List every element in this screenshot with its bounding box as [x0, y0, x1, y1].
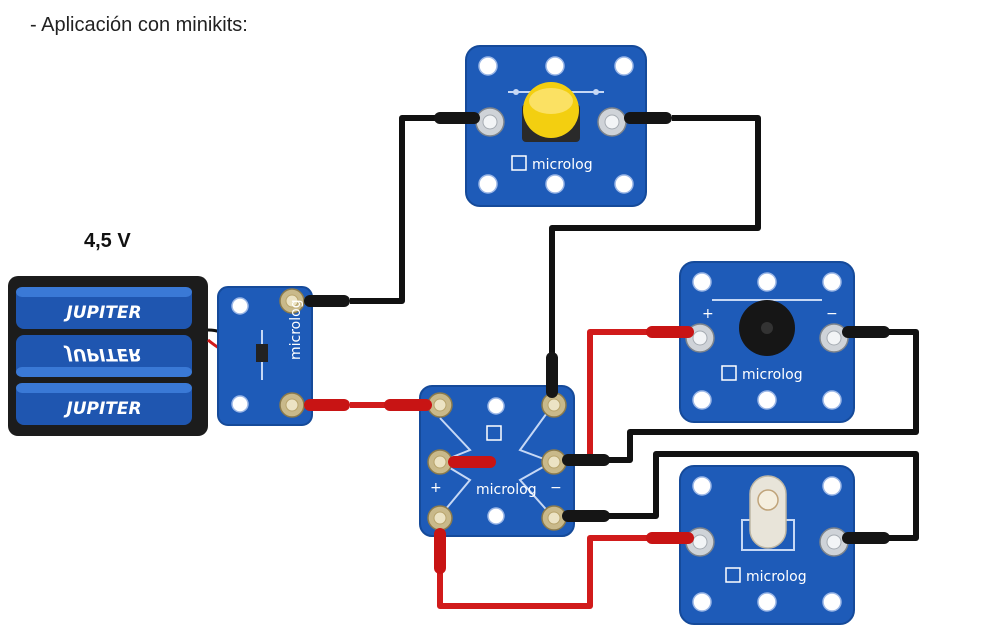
battery-cell-1: JUPITER — [16, 287, 192, 329]
plug-red — [448, 456, 496, 468]
battery-brand-label-1: JUPITER — [63, 303, 141, 323]
plug-black — [546, 352, 558, 398]
plug-black — [304, 295, 350, 307]
voltage-label: 4,5 V — [84, 230, 131, 252]
caption-text: - Aplicación con minikits: — [30, 14, 248, 36]
splitter-plus-sign: + — [430, 480, 442, 496]
plug-black — [842, 326, 890, 338]
buzzer-module-brand: microlog — [742, 367, 803, 383]
lamp-module-brand: microlog — [746, 569, 807, 585]
battery-brand-label-2: JUPITER — [63, 344, 141, 364]
battery-cell-2: JUPITER — [16, 335, 192, 377]
buzzer-plus-sign: + — [702, 306, 714, 322]
plug-black — [434, 112, 480, 124]
lamp-bulb — [749, 475, 787, 549]
push-button-module: microlog — [465, 45, 647, 207]
buzzer-module: + − microlog — [679, 261, 855, 423]
battery-brand-label-3: JUPITER — [63, 399, 141, 419]
splitter-module-brand: microlog — [476, 482, 537, 498]
plug-black — [842, 532, 890, 544]
button-module-brand: microlog — [532, 157, 593, 173]
battery-adapter-board: microlog — [217, 286, 313, 426]
buzzer-minus-sign: − — [826, 306, 838, 322]
battery-cell-3: JUPITER — [16, 383, 192, 425]
plug-red — [384, 399, 432, 411]
wire-black-splitter-to-lamp — [606, 451, 919, 541]
wire-black-battery-to-button — [350, 115, 442, 304]
plug-red — [304, 399, 350, 411]
plug-black — [562, 454, 610, 466]
plug-red — [646, 532, 694, 544]
battery-pack: JUPITER JUPITER JUPITER — [8, 276, 241, 436]
plug-black — [562, 510, 610, 522]
plug-red — [646, 326, 694, 338]
plug-red — [434, 528, 446, 574]
splitter-module: + − microlog — [419, 385, 575, 537]
battery-adapter-brand: microlog — [288, 299, 304, 360]
wire-black-button-to-splitter — [549, 115, 761, 355]
plug-black — [624, 112, 672, 124]
lamp-module: microlog — [679, 465, 855, 625]
wire-black-buzzer-to-splitter — [606, 329, 919, 463]
wire-red-splitter-to-lamp — [437, 535, 650, 609]
splitter-minus-sign: − — [550, 480, 562, 496]
